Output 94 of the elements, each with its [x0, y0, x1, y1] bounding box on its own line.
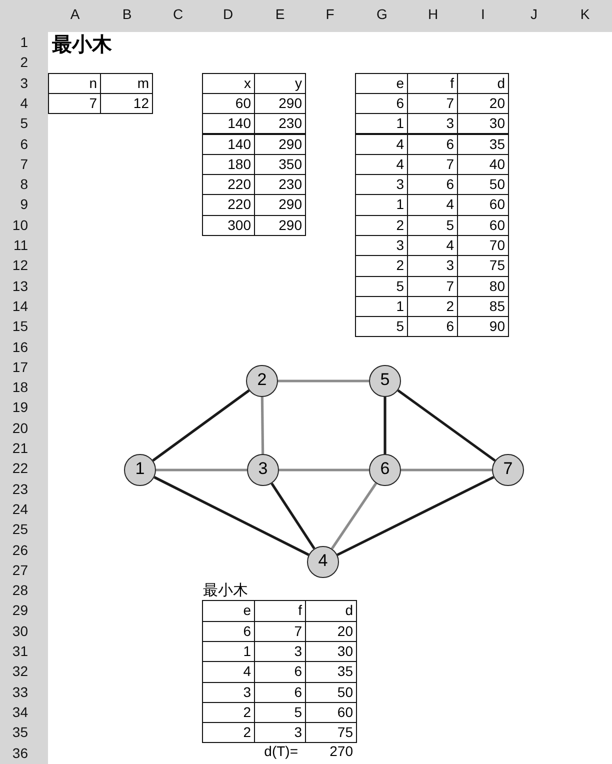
- edge-line: [401, 468, 492, 472]
- row-number: 19: [11, 398, 29, 418]
- row-number: 12: [11, 256, 29, 276]
- table-cell: n: [48, 72, 101, 94]
- table-cell: 12: [100, 92, 153, 114]
- row-number: 25: [11, 520, 29, 540]
- row-number: 6: [19, 134, 29, 154]
- table-cell: 7: [48, 92, 101, 114]
- row-number: 5: [19, 114, 29, 134]
- edge-line: [260, 396, 264, 454]
- graph-node: 2: [246, 365, 278, 397]
- title: 最小木: [52, 33, 112, 57]
- table-cell: 290: [254, 214, 306, 236]
- edge-line: [279, 468, 369, 472]
- edge-line: [154, 476, 310, 556]
- table-cell: y: [254, 72, 306, 94]
- edge-line: [330, 482, 378, 550]
- column-letter: G: [376, 6, 388, 24]
- column-letter: E: [274, 6, 286, 24]
- table-cell: e: [202, 600, 255, 622]
- column-letter: K: [579, 6, 591, 24]
- column-letter: F: [324, 6, 336, 24]
- row-number: 34: [11, 702, 29, 722]
- edge-line: [336, 476, 494, 556]
- row-number: 23: [11, 480, 29, 499]
- column-letter: B: [121, 6, 133, 24]
- edge-line: [152, 389, 250, 462]
- row-number: 14: [11, 296, 29, 316]
- row-number: 1: [19, 33, 29, 52]
- row-number: 27: [11, 560, 29, 580]
- row-number: 24: [11, 500, 29, 519]
- row-number: 32: [11, 662, 29, 682]
- total-value: 270: [328, 742, 353, 760]
- graph-node: 7: [492, 454, 524, 486]
- row-number: 13: [11, 276, 29, 296]
- row-number: 30: [11, 622, 29, 641]
- row-number: 10: [11, 216, 29, 235]
- graph-node: 4: [307, 546, 339, 578]
- graph-node: 6: [369, 454, 401, 486]
- graph-node: 3: [247, 454, 279, 486]
- row-number: 33: [11, 682, 29, 702]
- table-cell: 90: [457, 316, 509, 338]
- row-number: 29: [11, 601, 29, 620]
- row-number: 2: [19, 53, 29, 72]
- row-number: 28: [11, 581, 29, 600]
- table-cell: d: [457, 72, 509, 94]
- table-heading: 最小木: [203, 581, 248, 600]
- table-cell: 290: [254, 134, 306, 155]
- table-cell: 30: [457, 113, 509, 134]
- table-cell: 1: [355, 113, 408, 134]
- table-cell: m: [100, 72, 153, 94]
- row-number: 3: [19, 74, 29, 93]
- row-number: 4: [19, 94, 29, 113]
- column-letter: J: [530, 6, 538, 24]
- row-number: 16: [11, 338, 29, 356]
- edge-line: [397, 389, 496, 462]
- row-number: 21: [11, 439, 29, 458]
- column-letter: D: [222, 6, 234, 24]
- row-number: 17: [11, 358, 29, 377]
- table-cell: e: [355, 72, 408, 94]
- edge-line: [270, 482, 316, 550]
- row-number: 7: [19, 154, 29, 174]
- edge-line: [156, 468, 247, 472]
- table-cell: 140: [202, 134, 255, 155]
- table-cell: 2: [202, 722, 255, 744]
- row-number: 20: [11, 418, 29, 438]
- row-number: 36: [11, 744, 29, 762]
- column-letter: I: [480, 6, 486, 24]
- row-number: 31: [11, 642, 29, 661]
- row-number: 9: [19, 195, 29, 214]
- table-cell: 5: [355, 316, 408, 338]
- graph-node: 1: [124, 454, 156, 486]
- total-label: d(T)=: [263, 742, 298, 761]
- edge-line: [384, 397, 386, 454]
- table-cell: 35: [457, 134, 509, 155]
- row-number: 35: [11, 723, 29, 742]
- row-number: 11: [12, 236, 29, 255]
- table-cell: 140: [202, 113, 255, 134]
- graph-node: 5: [369, 365, 401, 397]
- row-number: 15: [11, 317, 29, 336]
- row-number: 26: [11, 540, 29, 560]
- column-letter: H: [426, 6, 440, 24]
- table-cell: 4: [355, 134, 408, 155]
- row-number: 8: [19, 175, 29, 194]
- edge-line: [278, 380, 369, 382]
- table-cell: d: [305, 600, 357, 622]
- row-number: 22: [11, 459, 29, 478]
- table-cell: x: [202, 72, 255, 94]
- row-number: 18: [11, 378, 29, 398]
- table-cell: 230: [254, 113, 306, 134]
- column-letter: A: [69, 6, 81, 24]
- table-cell: 300: [202, 214, 255, 236]
- column-letter: C: [172, 6, 184, 24]
- table-cell: 75: [305, 722, 357, 744]
